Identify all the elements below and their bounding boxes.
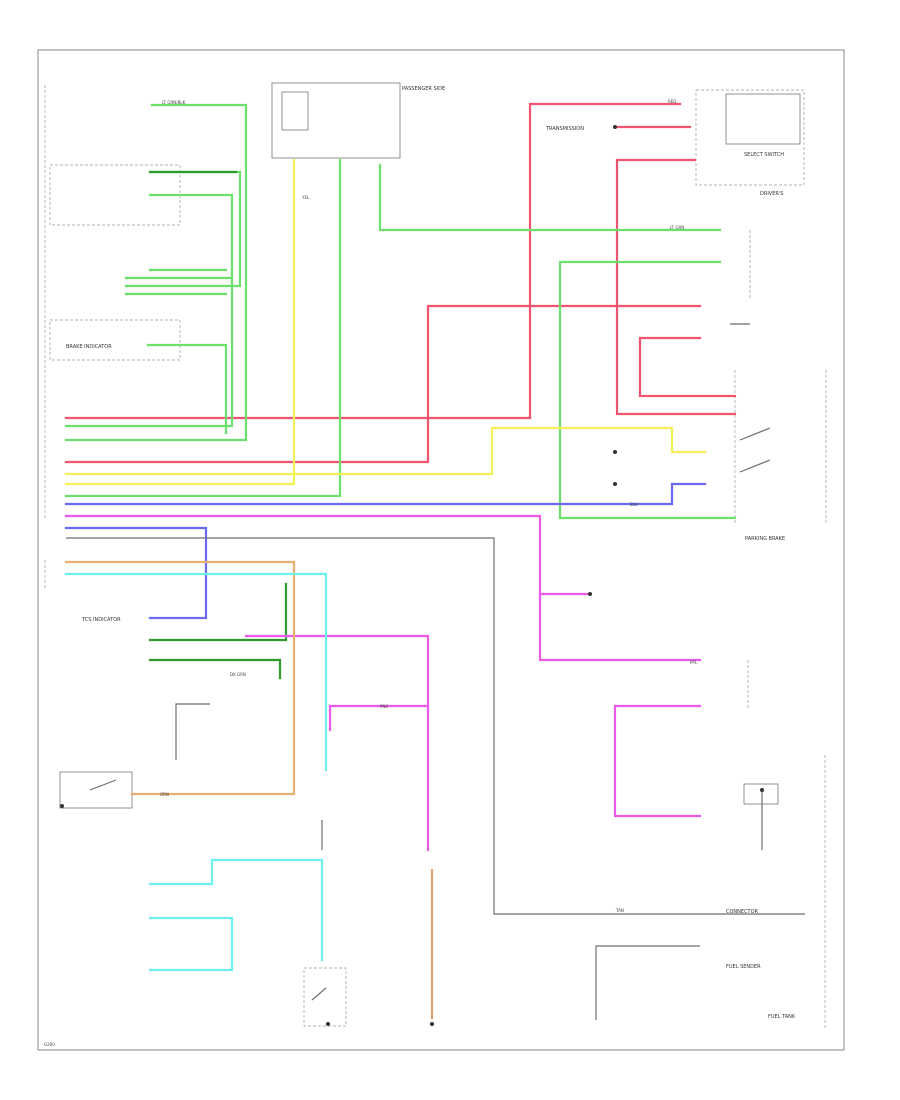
top-right-switch-inner <box>725 93 801 145</box>
wire-label-2: PPL <box>690 660 698 665</box>
cyan-wire-lower <box>148 858 324 962</box>
dot-shift <box>613 125 617 129</box>
dot-blu <box>613 482 617 486</box>
label-brake-ind: BRAKE INDICATOR <box>66 344 112 350</box>
red-wire-right-1 <box>615 158 737 416</box>
blue-wire-right <box>64 482 707 506</box>
wire-label-4: RED <box>668 99 676 104</box>
fuel-sender-box <box>743 783 779 805</box>
wire-label-3: LT GRN <box>670 225 684 230</box>
oil-pressure-switch-box <box>59 771 133 809</box>
orange-wire-oil <box>64 560 296 796</box>
pink-wire-center <box>244 634 430 852</box>
yellow-wire-vertical <box>64 158 296 486</box>
yellow-wires <box>64 158 707 486</box>
blue-wires <box>64 482 707 620</box>
dot-yel <box>613 450 617 454</box>
yellow-wire-right <box>64 426 707 476</box>
gray-wire-oil-sw <box>89 779 117 791</box>
left-module-box-2 <box>49 319 181 361</box>
green-wire-right-loop <box>558 260 737 520</box>
red-wire-main-top <box>64 102 682 420</box>
green-wire-top-right <box>378 163 722 232</box>
dot-pnk <box>588 592 592 596</box>
gray-wire-long <box>66 537 805 915</box>
top-right-switch-box <box>695 89 805 186</box>
gray-wire-trans-sw <box>311 987 327 1001</box>
dot-trans <box>326 1022 330 1026</box>
dot-tan <box>430 1022 434 1026</box>
pink-wire-long <box>64 514 702 662</box>
orange-wires <box>64 560 434 1020</box>
top-center-inner-box <box>281 91 309 131</box>
wire-label-8: ORN <box>160 792 169 797</box>
diagram-frame <box>37 49 845 1051</box>
gray-wire-ground <box>175 703 210 760</box>
wire-label-7: PNK <box>380 704 388 709</box>
red-wire-right-2 <box>638 336 737 398</box>
label-trans: TRANSMISSION <box>545 126 584 132</box>
green-wire-top-2 <box>148 170 242 286</box>
green-wire-center-down <box>64 158 342 498</box>
cyan-wire-lower-2 <box>148 916 234 972</box>
green-wire-dark-3 <box>148 658 282 680</box>
top-center-module-box <box>271 82 401 159</box>
label-fuel-tank: FUEL TANK <box>768 1014 796 1020</box>
label-top-center: PASSENGER SIDE <box>402 86 445 92</box>
wire-label-10: DK GRN <box>230 672 246 677</box>
wire-label-9: TAN <box>615 908 624 913</box>
pink-wires <box>64 514 702 852</box>
green-wire-dark-2 <box>148 582 288 642</box>
label-gnd: G200 <box>44 1042 55 1047</box>
cyan-wires <box>64 572 328 972</box>
wire-label-6: BLU <box>630 502 638 507</box>
red-wire-second <box>64 304 702 464</box>
label-driver: DRIVER'S <box>760 191 783 197</box>
gray-wires <box>66 323 805 1020</box>
pink-wire-right-sender <box>613 704 702 818</box>
gray-wire-sender <box>595 945 700 1020</box>
gray-wire-sw-2 <box>739 459 771 473</box>
label-parking: PARKING BRAKE <box>745 536 785 542</box>
dot-fuel <box>760 788 764 792</box>
pink-wire-center-2 <box>328 704 430 732</box>
trans-switch-box <box>303 967 347 1027</box>
label-connector: CONNECTOR <box>726 909 759 915</box>
red-wires <box>64 102 737 464</box>
connector-dots <box>60 125 764 1026</box>
wire-label-1: LT GRN/BLK <box>162 100 186 105</box>
wire-label-5: YEL <box>301 195 310 200</box>
label-fuel-sender: FUEL SENDER <box>726 964 761 970</box>
green-wires <box>64 103 737 680</box>
cyan-wire-main <box>64 572 328 772</box>
label-shift-switch: SELECT SWITCH <box>744 152 784 158</box>
dot-oil <box>60 804 64 808</box>
label-tcs: TCS INDICATOR <box>81 617 121 623</box>
green-wire-top-1 <box>64 103 248 442</box>
green-wire-top-3 <box>64 193 234 428</box>
green-wire-brake-ind <box>146 343 228 435</box>
gray-wire-sw-1 <box>739 427 771 441</box>
